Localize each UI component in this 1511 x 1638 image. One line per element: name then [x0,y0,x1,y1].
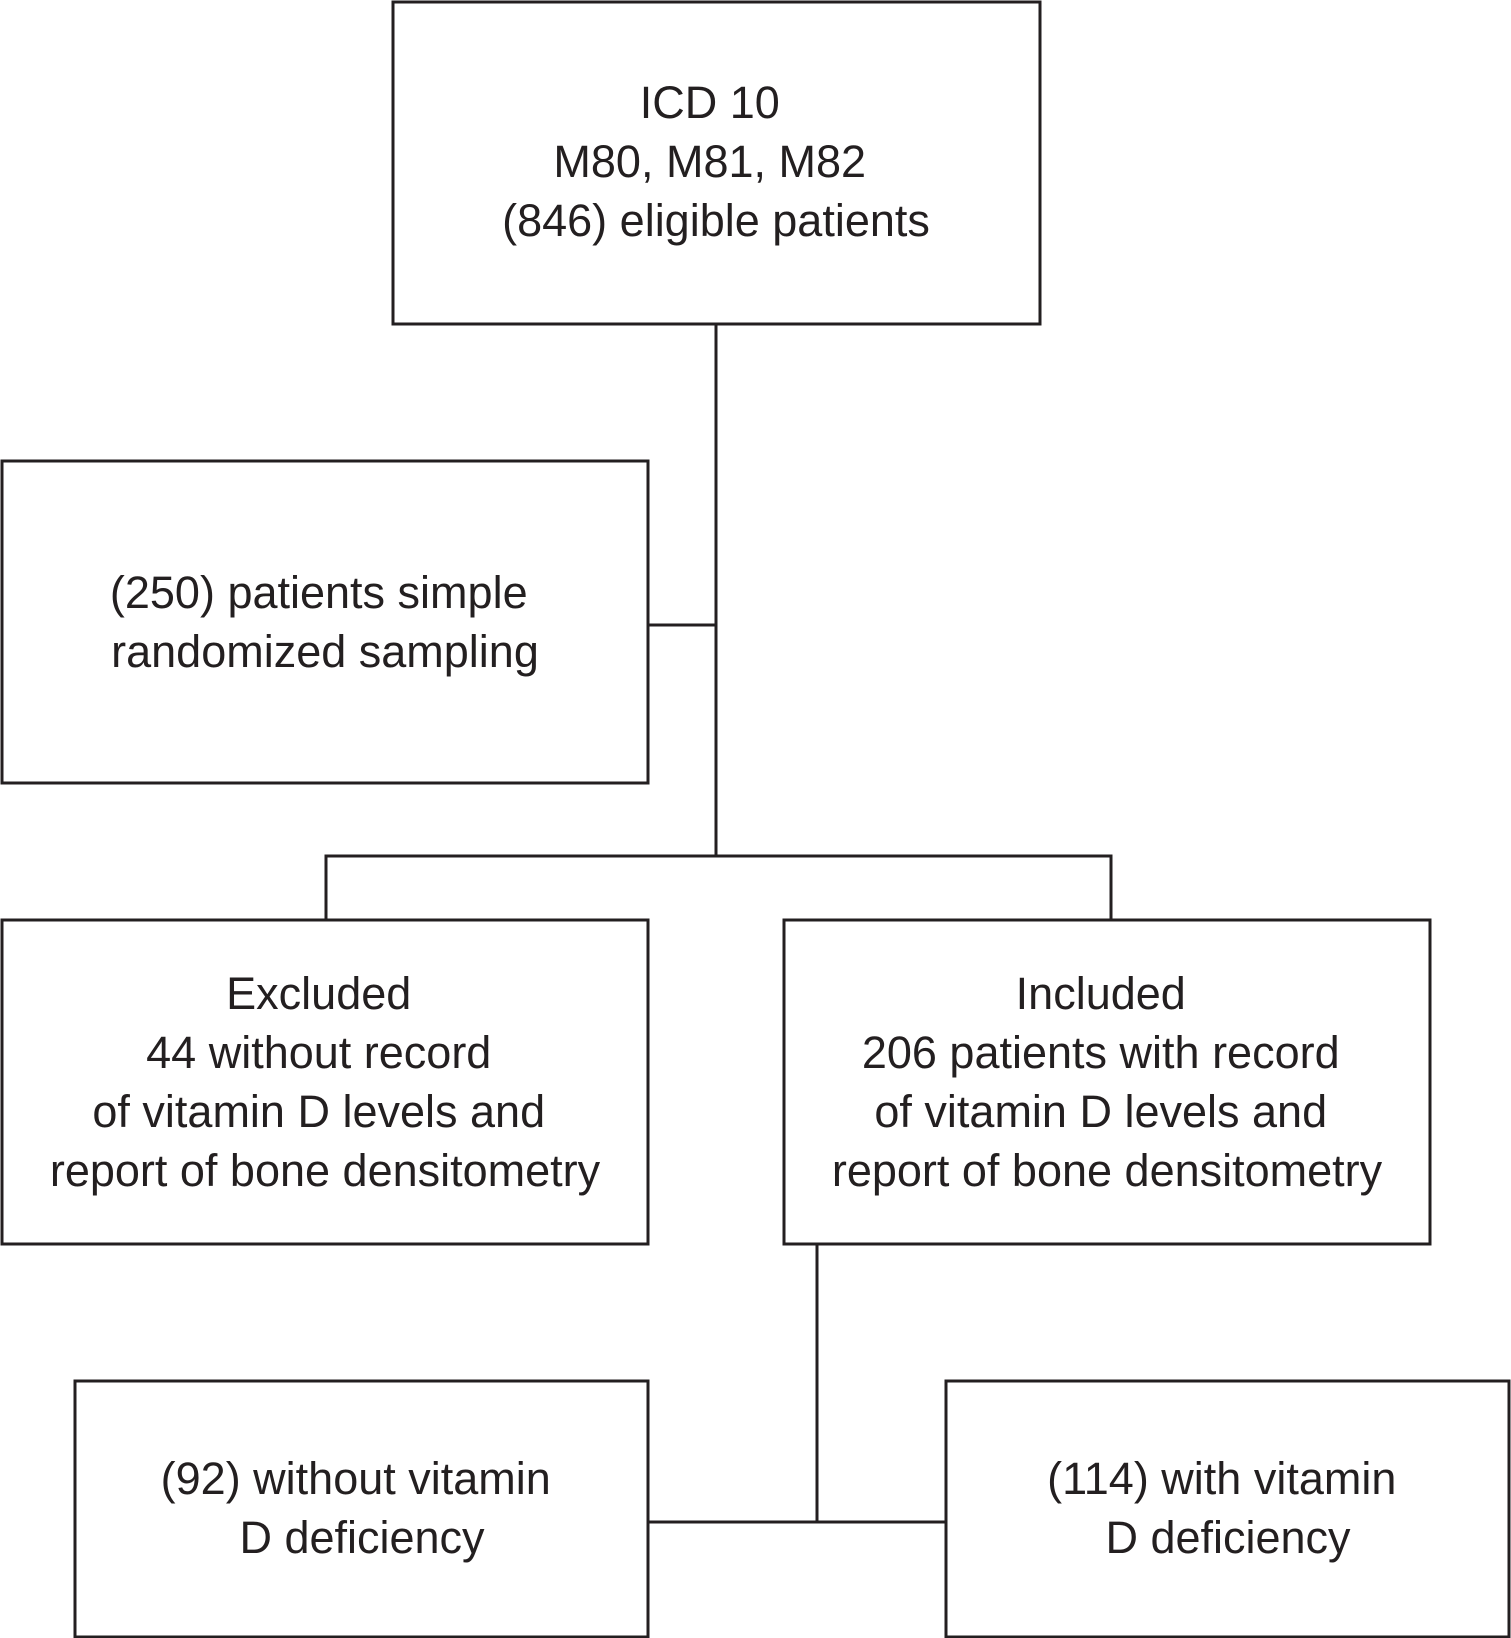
node-line: Excluded [226,968,411,1019]
node-label: (92) without vitamin D deficiency [161,1453,564,1563]
node-eligible-patients: ICD 10 M80, M81, M82 (846) eligible pati… [391,0,1042,326]
node-line: 44 without record [146,1027,491,1078]
node-line: ICD 10 [640,77,780,128]
node-label: (114) with vitamin D deficiency [1047,1453,1409,1563]
node-box [944,1379,1511,1638]
node-randomized-sampling: (250) patients simple randomized samplin… [0,459,650,785]
node-box [73,1379,650,1638]
node-without-deficiency: (92) without vitamin D deficiency [73,1379,650,1638]
node-line: D deficiency [1105,1512,1351,1563]
node-line: 206 patients with record [862,1027,1340,1078]
node-line: (92) without vitamin [161,1453,551,1504]
node-line: of vitamin D levels and [874,1086,1327,1137]
node-line: Included [1016,968,1186,1019]
node-line: (846) eligible patients [502,195,930,246]
node-included: Included 206 patients with record of vit… [782,918,1432,1246]
node-box [0,459,650,785]
node-label: Excluded 44 without record of vitamin D … [50,968,601,1196]
node-excluded: Excluded 44 without record of vitamin D … [0,918,650,1246]
node-box [0,918,650,1246]
node-label: Included 206 patients with record of vit… [832,968,1383,1196]
node-line: D deficiency [239,1512,485,1563]
node-line: randomized sampling [111,626,539,677]
node-line: M80, M81, M82 [553,136,866,187]
connectors [324,324,1113,1524]
node-box [782,918,1432,1246]
node-line: of vitamin D levels and [92,1086,545,1137]
node-label: (250) patients simple randomized samplin… [110,567,540,677]
node-label: ICD 10 M80, M81, M82 (846) eligible pati… [502,77,930,246]
node-with-deficiency: (114) with vitamin D deficiency [944,1379,1511,1638]
node-line: report of bone densitometry [832,1145,1383,1196]
node-line: report of bone densitometry [50,1145,601,1196]
node-line: (114) with vitamin [1047,1453,1396,1504]
connector-split-excluded-included [324,854,1113,920]
node-box [391,0,1042,326]
node-line: (250) patients simple [110,567,528,618]
